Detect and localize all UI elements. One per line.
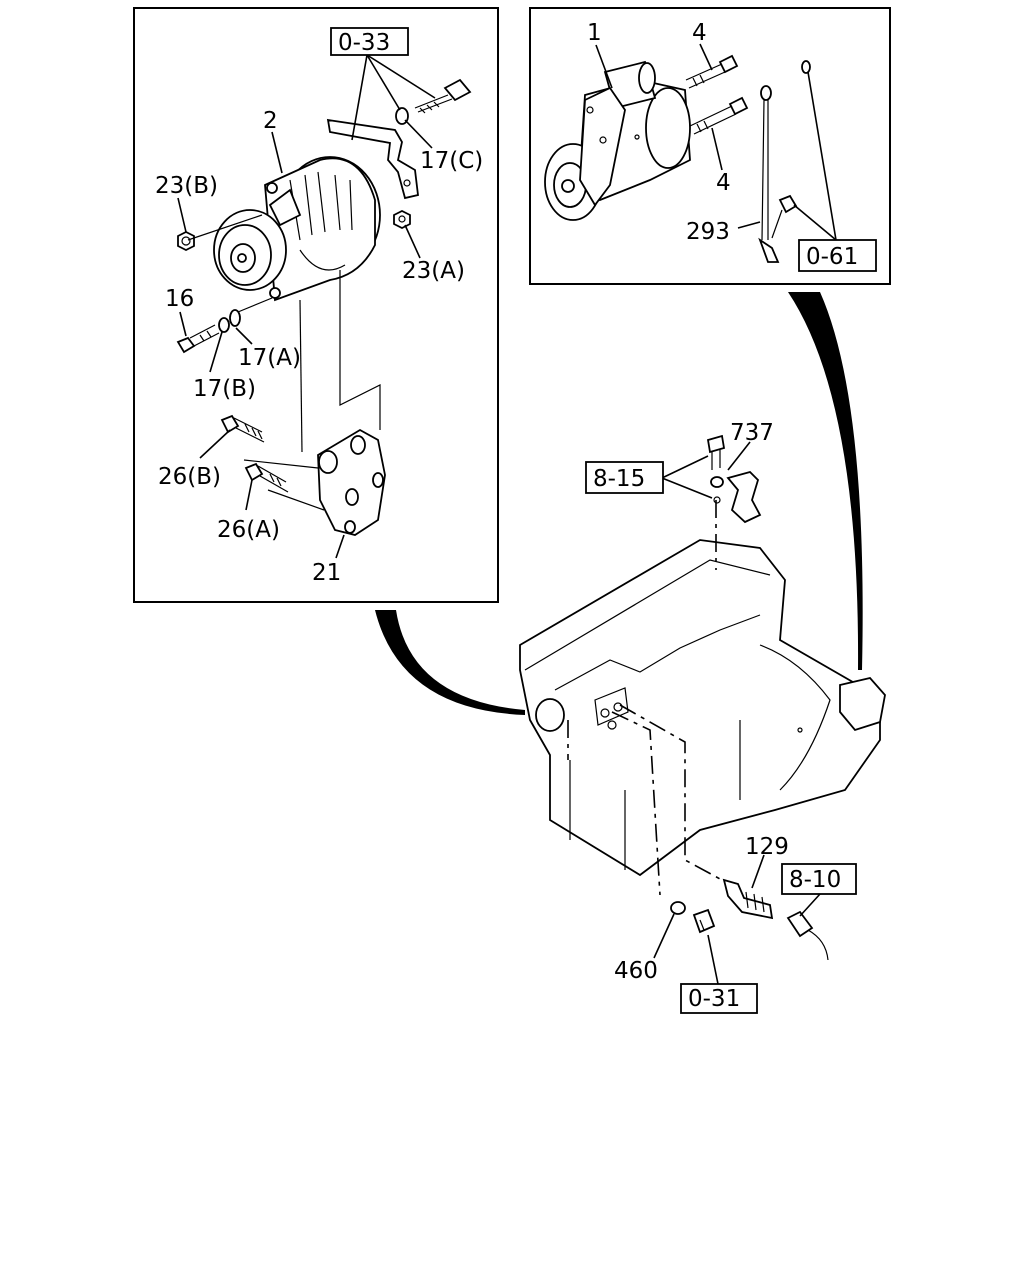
- cable-293: [758, 60, 811, 263]
- callout-21: 21: [312, 560, 341, 586]
- starter-inset: [529, 7, 891, 285]
- install-line-460: [611, 711, 661, 896]
- bolt-0-33: [414, 78, 472, 114]
- callout-4-bottom: 4: [716, 170, 731, 196]
- callout-26b: 26(B): [158, 464, 221, 490]
- nut-23b: [177, 230, 195, 252]
- reference-8-10[interactable]: 8-10: [781, 863, 857, 895]
- reference-0-33[interactable]: 0-33: [330, 27, 409, 56]
- reference-8-15[interactable]: 8-15: [585, 461, 664, 494]
- alternator-connector: [375, 610, 525, 715]
- callout-460: 460: [614, 958, 658, 984]
- adjust-bracket: [326, 118, 419, 200]
- bolt-26b: [220, 414, 265, 443]
- callout-4-top: 4: [692, 20, 707, 46]
- alternator-drawing: [213, 156, 381, 302]
- washer-17a: [229, 309, 241, 327]
- callout-2: 2: [263, 108, 278, 134]
- bolt-737: [706, 434, 762, 524]
- engine-block: [519, 539, 886, 877]
- install-line-129: [619, 704, 723, 881]
- washer-17b: [218, 317, 230, 333]
- callout-16: 16: [165, 286, 194, 312]
- bolt-4-bottom: [689, 96, 749, 135]
- svg-text:0-33: 0-33: [338, 30, 390, 56]
- callout-23a: 23(A): [402, 258, 465, 284]
- starter-connector: [788, 292, 863, 670]
- sensor-129: [722, 878, 774, 920]
- callout-1: 1: [587, 20, 602, 46]
- bolt-26a: [244, 462, 289, 493]
- callout-129: 129: [745, 834, 789, 860]
- callout-17b: 17(B): [193, 376, 256, 402]
- svg-text:0-31: 0-31: [688, 986, 740, 1012]
- callout-17c: 17(C): [420, 148, 483, 174]
- connector-8-10: [786, 910, 829, 961]
- svg-text:8-15: 8-15: [593, 466, 645, 492]
- bolt-16: [176, 324, 220, 354]
- bracket-21: [317, 428, 386, 536]
- reference-0-61[interactable]: 0-61: [798, 239, 877, 272]
- plug-0-31: [692, 908, 716, 934]
- bolt-4-top: [685, 54, 739, 89]
- reference-0-31[interactable]: 0-31: [680, 983, 758, 1014]
- callout-23b: 23(B): [155, 173, 218, 199]
- oring-460: [670, 901, 686, 915]
- callout-737: 737: [730, 420, 774, 446]
- svg-text:8-10: 8-10: [789, 867, 841, 893]
- callout-26a: 26(A): [217, 517, 280, 543]
- svg-text:0-61: 0-61: [806, 244, 858, 270]
- alternator-inset: [133, 7, 499, 603]
- starter-drawing: [544, 60, 691, 221]
- nut-23a: [393, 209, 411, 230]
- callout-293: 293: [686, 219, 730, 245]
- callout-17a: 17(A): [238, 345, 301, 371]
